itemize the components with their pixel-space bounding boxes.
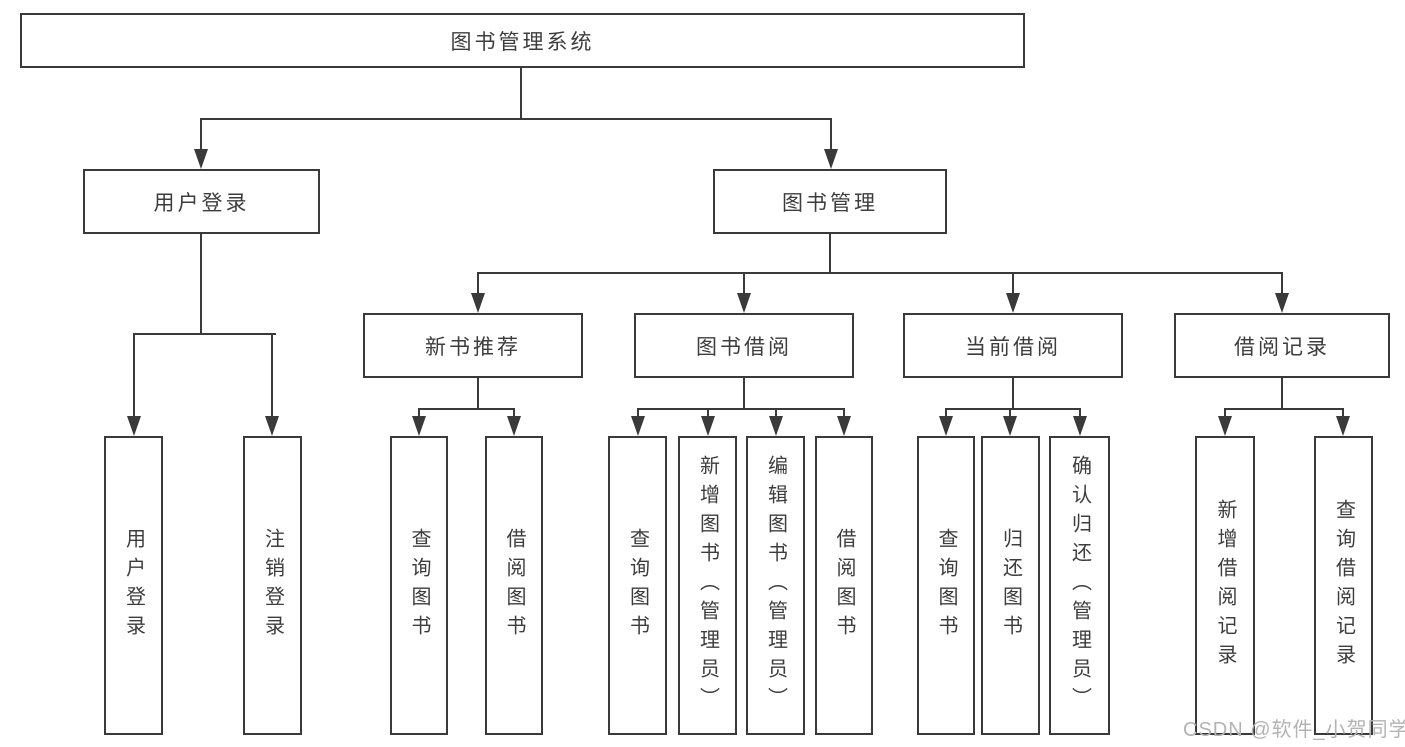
arrowhead-cb-query <box>939 416 953 436</box>
leaf-user-login-label: 用户登录 <box>122 527 145 644</box>
leaf-cb-confirm-return-admin: 确认归还（管理员） <box>1049 436 1110 735</box>
arrowhead-book-mgmt <box>824 149 838 169</box>
arrowhead-new-books <box>471 293 485 313</box>
arrowhead-cb-return <box>1003 416 1017 436</box>
leaf-nb-borrow-books-label: 借阅图书 <box>503 527 525 644</box>
connector-root-stem <box>520 68 522 118</box>
leaf-logout-label: 注销登录 <box>261 527 284 644</box>
connector-current-borrow-branch <box>945 408 1081 410</box>
leaf-bb-edit-books-admin-label: 编辑图书（管理员） <box>764 455 787 716</box>
arrowhead-user-login <box>194 149 208 169</box>
leaf-bb-add-books-admin-label: 新增图书（管理员） <box>696 455 719 716</box>
node-book-borrow-label: 图书借阅 <box>696 335 792 359</box>
connector-drop-leaf-logout <box>271 335 273 416</box>
leaf-cb-return-books: 归还图书 <box>981 436 1040 735</box>
arrowhead-book-borrow <box>737 293 751 313</box>
node-borrow-records: 借阅记录 <box>1174 313 1390 378</box>
connector-user-login-stem <box>200 234 202 333</box>
arrowhead-borrow-records <box>1275 293 1289 313</box>
leaf-bb-query-books-label: 查询图书 <box>626 527 649 644</box>
leaf-nb-query-books: 查询图书 <box>390 436 448 735</box>
connector-new-books-branch <box>418 408 515 410</box>
leaf-logout: 注销登录 <box>243 436 302 735</box>
arrowhead-nb-query <box>412 416 426 436</box>
node-book-mgmt: 图书管理 <box>713 169 947 234</box>
arrowhead-br-add <box>1218 416 1232 436</box>
arrowhead-leaf-logout <box>265 416 279 436</box>
connector-drop-bb-edit <box>775 410 777 416</box>
arrowhead-bb-query <box>631 416 645 436</box>
node-current-borrow-label: 当前借阅 <box>965 335 1061 359</box>
leaf-cb-query-books: 查询图书 <box>917 436 975 735</box>
connector-drop-bb-add <box>707 410 709 416</box>
connector-drop-book-mgmt <box>830 120 832 149</box>
connector-borrow-records-stem <box>1281 378 1283 408</box>
leaf-nb-borrow-books: 借阅图书 <box>485 436 543 735</box>
connector-root-branch <box>200 118 832 120</box>
leaf-br-query-record-label: 查询借阅记录 <box>1332 498 1355 673</box>
connector-drop-borrow-records <box>1281 274 1283 293</box>
leaf-cb-query-books-label: 查询图书 <box>935 527 957 644</box>
leaf-br-query-record: 查询借阅记录 <box>1314 436 1373 735</box>
arrowhead-nb-borrow <box>507 416 521 436</box>
arrowhead-leaf-login <box>127 416 141 436</box>
arrowhead-bb-add <box>701 416 715 436</box>
connector-new-books-stem <box>477 378 479 408</box>
leaf-bb-borrow-books-label: 借阅图书 <box>833 527 855 644</box>
connector-drop-cb-confirm <box>1079 410 1081 416</box>
connector-drop-user-login <box>200 120 202 149</box>
leaf-bb-borrow-books: 借阅图书 <box>815 436 873 735</box>
arrowhead-current-borrow <box>1006 293 1020 313</box>
connector-drop-cb-query <box>945 410 947 416</box>
arrowhead-bb-edit <box>769 416 783 436</box>
leaf-bb-edit-books-admin: 编辑图书（管理员） <box>746 436 805 735</box>
connector-borrow-records-branch <box>1224 408 1344 410</box>
node-new-books-label: 新书推荐 <box>425 335 521 359</box>
connector-drop-current-borrow <box>1012 274 1014 293</box>
arrowhead-cb-confirm <box>1073 416 1087 436</box>
leaf-nb-query-books-label: 查询图书 <box>408 527 430 644</box>
connector-book-borrow-stem <box>743 378 745 408</box>
leaf-cb-confirm-return-admin-label: 确认归还（管理员） <box>1068 455 1091 716</box>
connector-drop-nb-query <box>418 410 420 416</box>
csdn-watermark: CSDN @软件_小贺同学 <box>1183 719 1405 741</box>
leaf-br-add-record-label: 新增借阅记录 <box>1214 498 1236 673</box>
node-current-borrow: 当前借阅 <box>903 313 1123 378</box>
node-user-login: 用户登录 <box>83 169 320 234</box>
connector-book-borrow-branch <box>637 408 845 410</box>
connector-drop-br-add <box>1224 410 1226 416</box>
connector-drop-nb-borrow <box>513 410 515 416</box>
node-book-borrow: 图书借阅 <box>634 313 854 378</box>
connector-drop-bb-borrow <box>843 410 845 416</box>
leaf-bb-query-books: 查询图书 <box>608 436 667 735</box>
connector-book-mgmt-stem <box>829 234 831 272</box>
connector-book-mgmt-branch <box>477 272 1283 274</box>
node-book-mgmt-label: 图书管理 <box>782 191 878 215</box>
arrowhead-bb-borrow <box>837 416 851 436</box>
node-root-label: 图书管理系统 <box>450 30 595 54</box>
leaf-user-login: 用户登录 <box>104 436 163 735</box>
node-root: 图书管理系统 <box>20 13 1025 68</box>
connector-current-borrow-stem <box>1012 378 1014 408</box>
connector-drop-cb-return <box>1009 410 1011 416</box>
node-new-books: 新书推荐 <box>363 313 583 378</box>
node-borrow-records-label: 借阅记录 <box>1234 335 1330 359</box>
node-user-login-label: 用户登录 <box>153 191 250 215</box>
leaf-cb-return-books-label: 归还图书 <box>999 527 1022 644</box>
leaf-bb-add-books-admin: 新增图书（管理员） <box>678 436 737 735</box>
connector-drop-leaf-login <box>133 335 135 416</box>
leaf-br-add-record: 新增借阅记录 <box>1195 436 1255 735</box>
connector-drop-br-query <box>1342 410 1344 416</box>
connector-drop-bb-query <box>637 410 639 416</box>
connector-drop-new-books <box>477 274 479 293</box>
connector-user-login-branch <box>133 333 276 335</box>
connector-drop-book-borrow <box>743 274 745 293</box>
arrowhead-br-query <box>1336 416 1350 436</box>
